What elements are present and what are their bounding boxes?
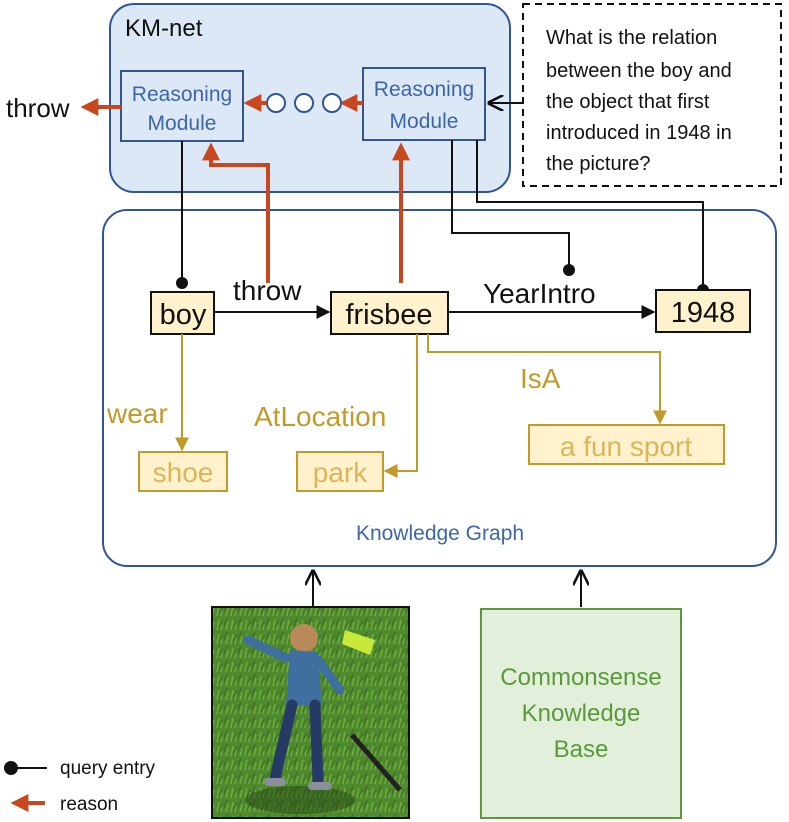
edge-atlocation-label: AtLocation [254,401,386,432]
question-line-1: What is the relation [546,27,717,49]
legend-reason: reason [60,794,118,815]
node-a-fun-sport-label: a fun sport [560,431,693,462]
knowledge-graph-box [102,209,777,567]
query-line-1948 [476,140,704,288]
node-1948-label: 1948 [671,297,736,329]
ellipsis-circle-3 [266,93,286,113]
kb-line-3: Base [554,736,609,763]
query-entry-dot-boy [176,277,188,289]
kb-line-2: Knowledge [522,700,641,727]
ellipsis-circle-2 [294,93,314,113]
question-line-2: between the boy and [546,60,732,82]
reasoning-module-left [120,70,244,142]
reasoning-module-right-line1: Reasoning [374,78,474,101]
commonsense-kb-box [480,608,682,819]
reasoning-module-right-line2: Module [390,110,459,133]
reason-arrow-throw [202,142,270,283]
question-line-3: the object that first [546,91,710,113]
km-net-title: KM-net [125,15,203,42]
reasoning-module-left-line2: Module [148,112,217,135]
edge-atlocation [383,334,418,478]
node-boy-label: boy [160,299,207,331]
query-entry-dot-yearintro [563,264,575,276]
node-park [296,451,384,492]
knowledge-graph-title: Knowledge Graph [356,522,524,545]
edge-yearintro-label: YearIntro [483,278,596,309]
node-frisbee-label: frisbee [345,299,432,331]
node-shoe [138,451,228,492]
edge-isa-label: IsA [520,363,561,394]
edge-isa [427,334,667,425]
question-line-4: introduced in 1948 in [546,122,732,144]
legend-query-entry: query entry [60,758,156,779]
kb-line-1: Commonsense [500,664,661,691]
node-frisbee [330,291,449,335]
query-line-yearintro [451,140,570,268]
input-photo [211,606,410,819]
node-park-label: park [313,457,368,488]
reasoning-module-right [362,67,486,141]
ellipsis-circle-1 [322,93,342,113]
output-label: throw [6,93,70,123]
question-line-5: the picture? [546,153,651,175]
edge-throw-label: throw [233,275,302,306]
node-a-fun-sport [528,424,725,465]
node-1948 [655,289,751,333]
question-box [522,3,782,187]
frisbee-icon [342,630,375,655]
edge-wear-label: wear [106,398,168,429]
reasoning-module-left-line1: Reasoning [132,83,232,106]
node-shoe-label: shoe [153,457,214,488]
